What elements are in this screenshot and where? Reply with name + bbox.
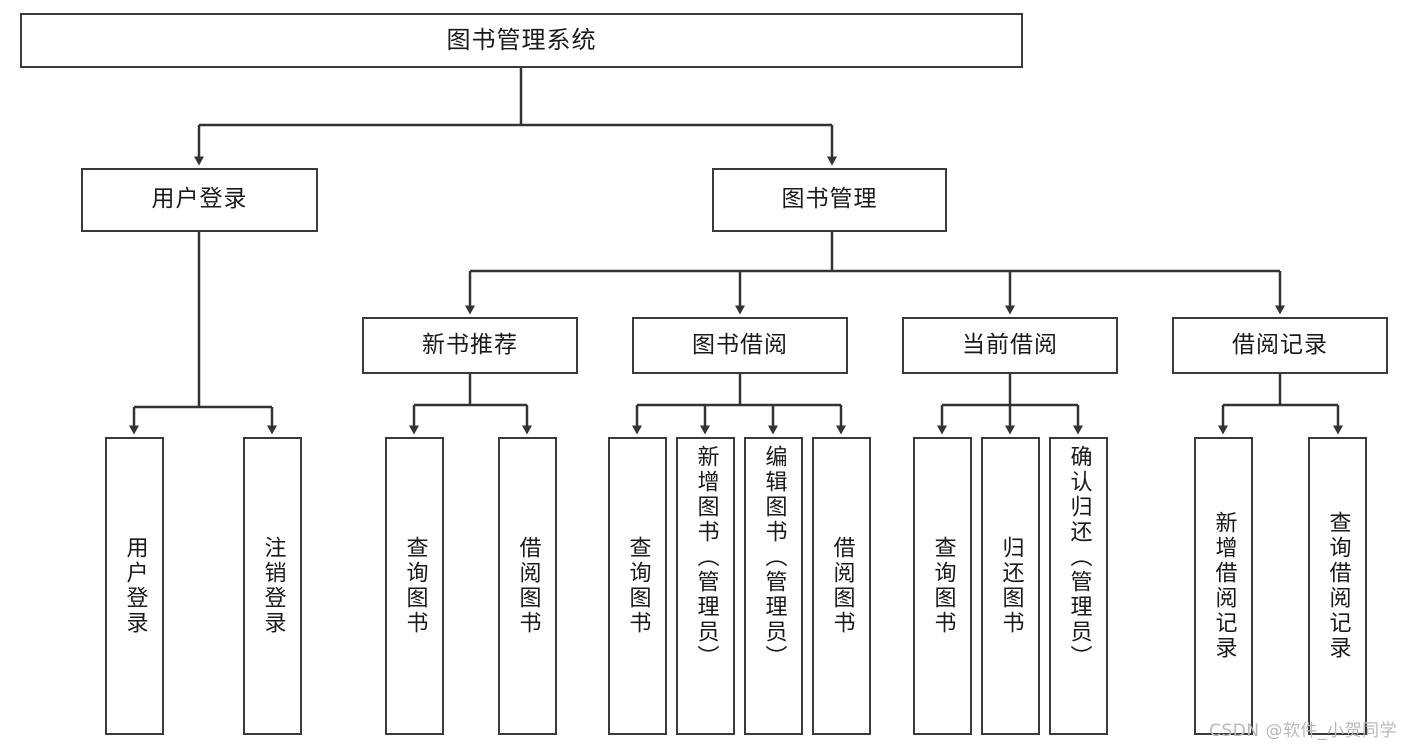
node-current-borrow[interactable]: 当前借阅 — [902, 317, 1118, 374]
leaf-query-borrow-record[interactable]: 查询借阅记录 — [1308, 437, 1367, 735]
node-new-book-recommend[interactable]: 新书推荐 — [362, 317, 578, 374]
leaf-query-book-current[interactable]: 查询图书 — [913, 437, 972, 735]
leaf-return-book[interactable]: 归还图书 — [981, 437, 1040, 735]
node-book-management[interactable]: 图书管理 — [712, 168, 947, 232]
leaf-add-book-admin[interactable]: 新增图书（管理员） — [676, 437, 735, 735]
leaf-query-book-recommend[interactable]: 查询图书 — [385, 437, 444, 735]
leaf-borrow-book-recommend[interactable]: 借阅图书 — [498, 437, 557, 735]
node-borrow-record[interactable]: 借阅记录 — [1172, 317, 1388, 374]
leaf-logout-login[interactable]: 注销登录 — [243, 437, 302, 735]
leaf-edit-book-admin[interactable]: 编辑图书（管理员） — [744, 437, 803, 735]
node-user-login[interactable]: 用户登录 — [81, 168, 318, 232]
leaf-borrow-book-borrow[interactable]: 借阅图书 — [812, 437, 871, 735]
node-root-book-management-system[interactable]: 图书管理系统 — [20, 13, 1023, 68]
leaf-query-book-borrow[interactable]: 查询图书 — [608, 437, 667, 735]
leaf-user-login[interactable]: 用户登录 — [105, 437, 164, 735]
watermark-text: CSDN @软件_小贺同学 — [1209, 721, 1397, 741]
leaf-add-borrow-record[interactable]: 新增借阅记录 — [1194, 437, 1253, 735]
leaf-confirm-return-admin[interactable]: 确认归还（管理员） — [1049, 437, 1108, 735]
node-book-borrow[interactable]: 图书借阅 — [632, 317, 848, 374]
